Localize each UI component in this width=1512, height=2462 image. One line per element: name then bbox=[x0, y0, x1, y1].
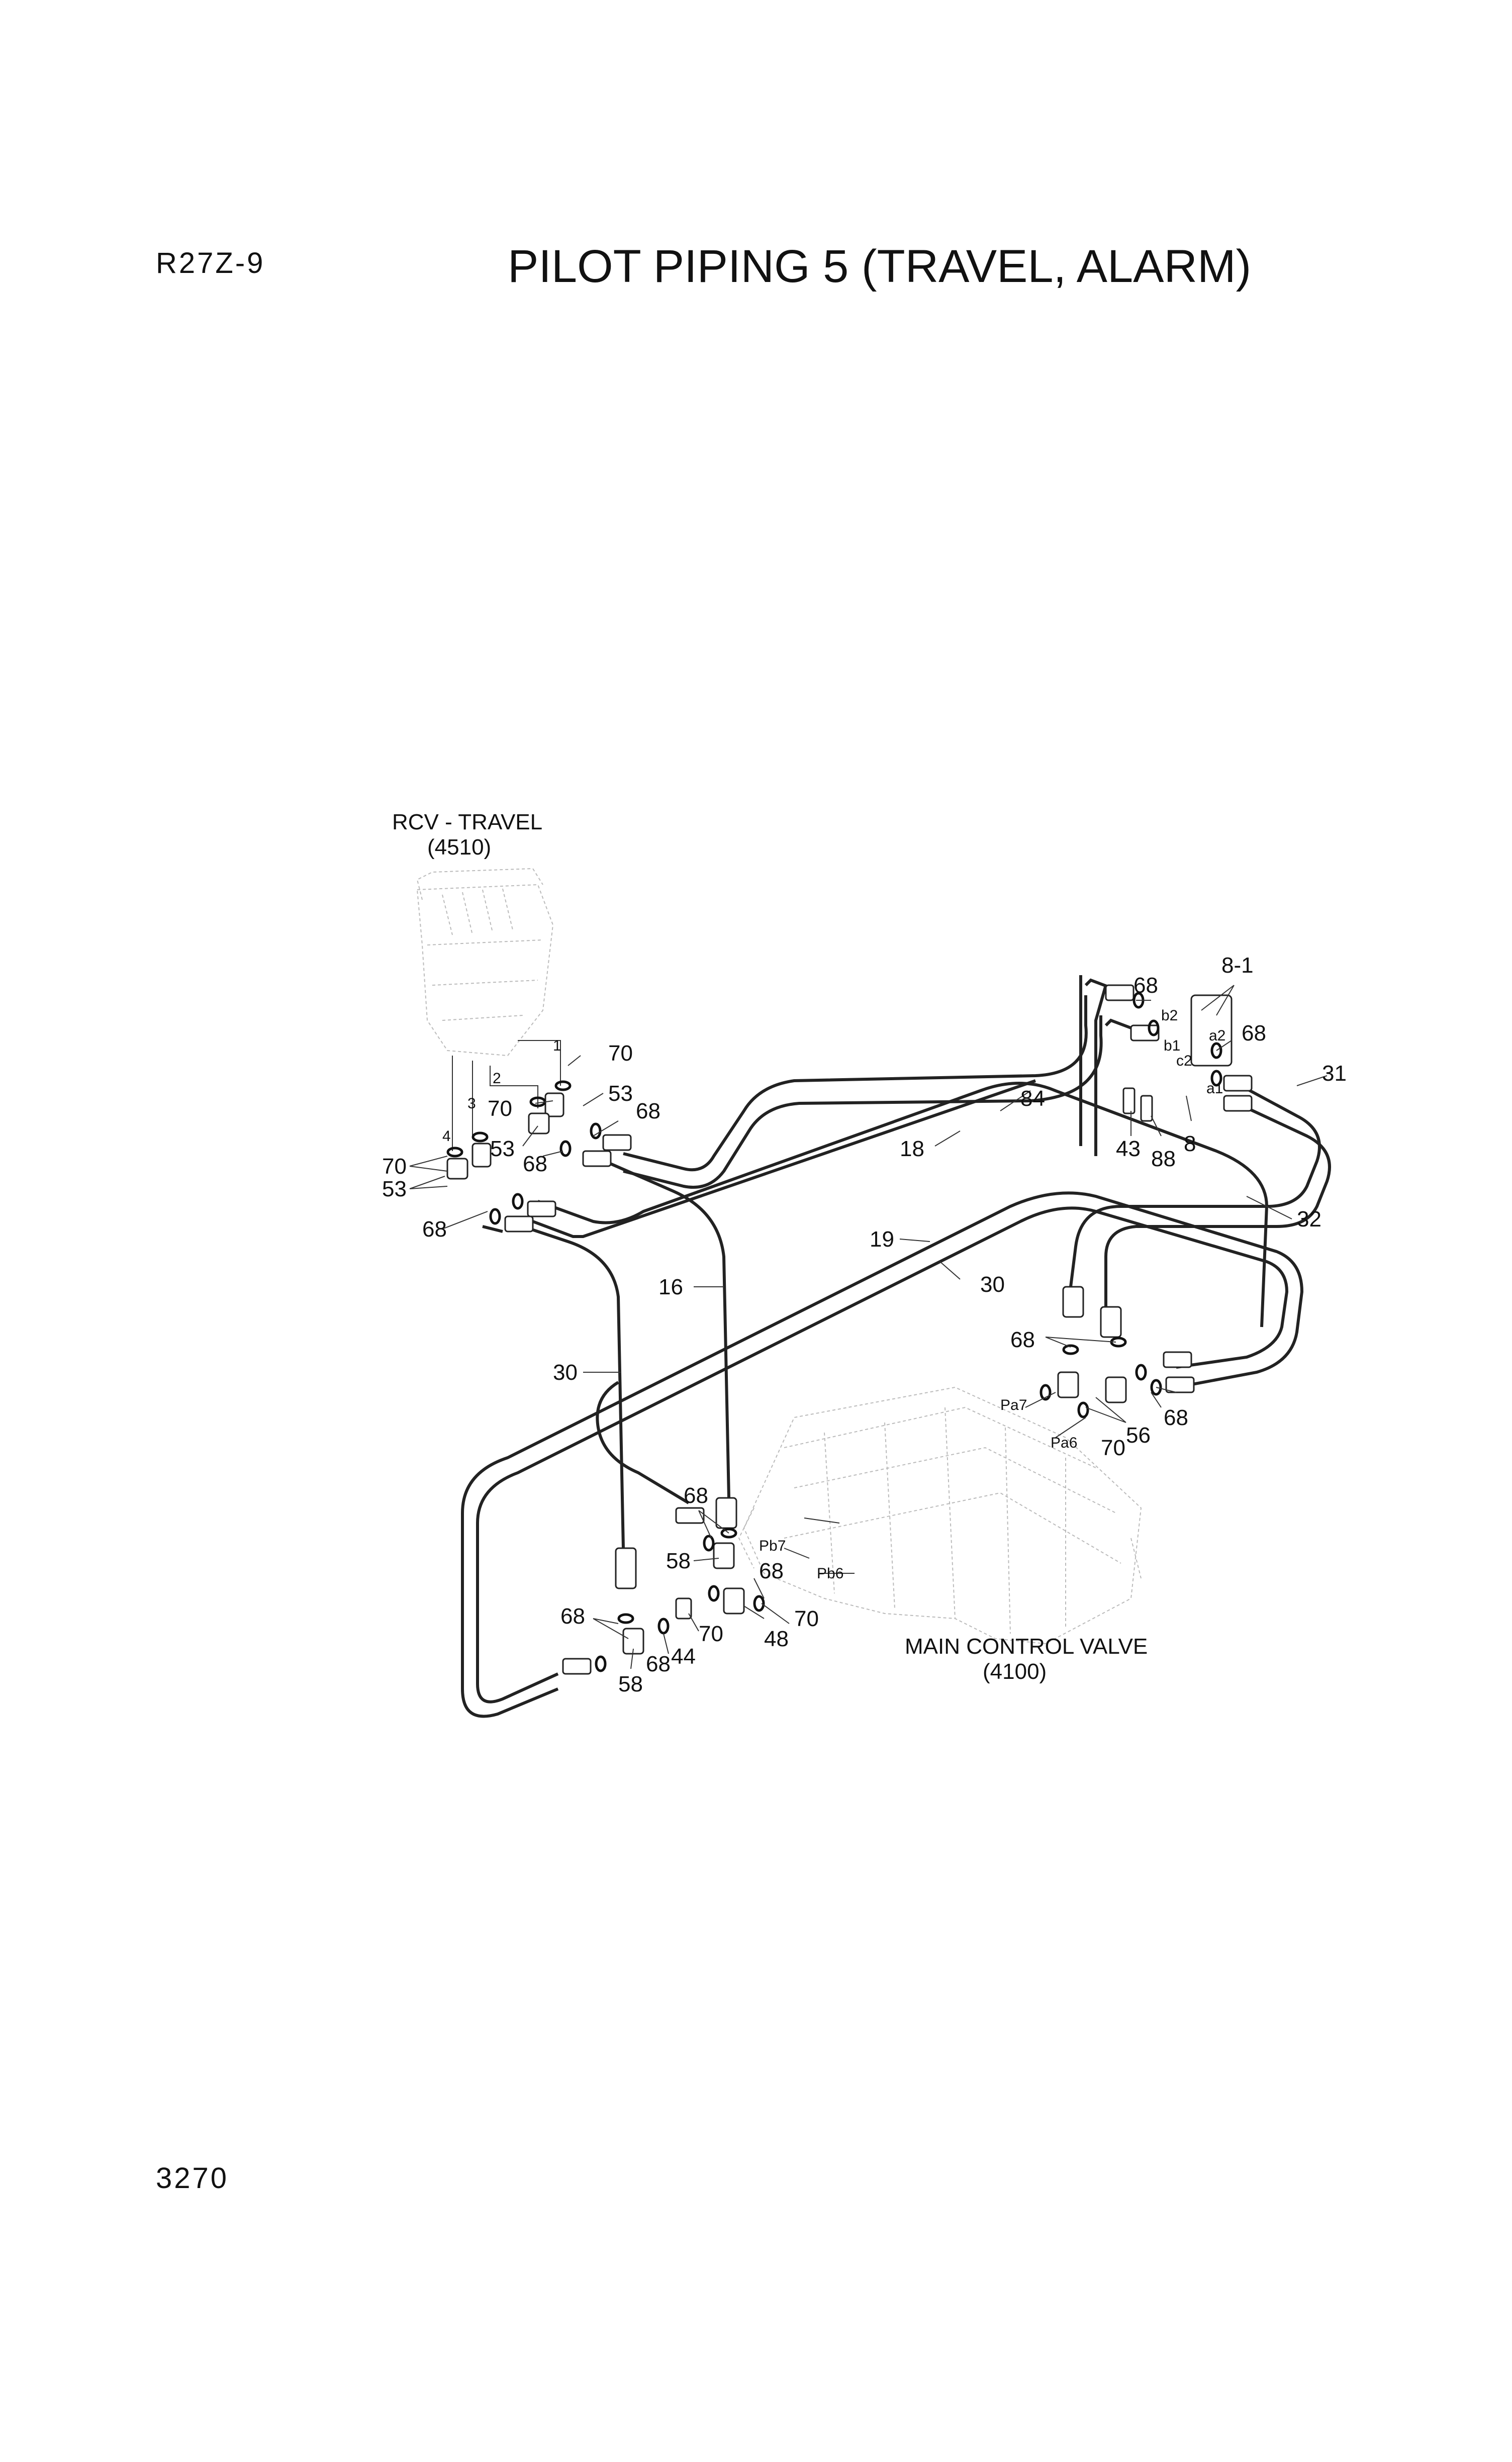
callout: 53 bbox=[490, 1137, 515, 1161]
main-control-valve bbox=[738, 1386, 1142, 1645]
callout: 44 bbox=[671, 1644, 696, 1669]
rcv-travel-valve bbox=[416, 868, 554, 1057]
port-label-b2: b2 bbox=[1161, 1007, 1178, 1024]
callout: 68 bbox=[759, 1559, 784, 1583]
callout: 70 bbox=[608, 1041, 633, 1066]
callout: 58 bbox=[666, 1549, 691, 1573]
callout: 16 bbox=[658, 1275, 683, 1299]
port-label-2: 2 bbox=[493, 1070, 501, 1087]
callout: 48 bbox=[764, 1627, 789, 1651]
model-number: R27Z-9 bbox=[156, 247, 265, 279]
callout: 68 bbox=[646, 1652, 671, 1676]
port-label-1: 1 bbox=[553, 1037, 561, 1054]
callout: 70 bbox=[488, 1096, 512, 1121]
callout: 84 bbox=[1020, 1086, 1045, 1111]
port-label-3: 3 bbox=[467, 1095, 476, 1112]
port-label-pb7: Pb7 bbox=[759, 1538, 786, 1554]
o-rings bbox=[446, 992, 1222, 1672]
rcv-name-label: RCV - TRAVEL bbox=[392, 810, 542, 834]
callout: 31 bbox=[1322, 1061, 1347, 1086]
callout: 18 bbox=[900, 1137, 924, 1161]
hoses bbox=[461, 975, 1331, 1718]
callout: 56 bbox=[1126, 1423, 1151, 1448]
rcv-code-label: (4510) bbox=[427, 835, 491, 860]
callout: 68 bbox=[422, 1217, 447, 1242]
page-number: 3270 bbox=[156, 2162, 229, 2195]
callout: 43 bbox=[1116, 1137, 1141, 1161]
port-label-c2: c2 bbox=[1176, 1053, 1192, 1069]
callout: 8 bbox=[1184, 1131, 1196, 1156]
callout: 68 bbox=[1133, 973, 1158, 998]
callout: 68 bbox=[1010, 1328, 1035, 1352]
port-label-a1: a1 bbox=[1206, 1080, 1223, 1097]
callout: 68 bbox=[636, 1099, 660, 1123]
callout: 53 bbox=[608, 1081, 633, 1106]
page-title: PILOT PIPING 5 (TRAVEL, ALARM) bbox=[508, 241, 1252, 292]
callout: 70 bbox=[699, 1622, 723, 1646]
callout: 58 bbox=[618, 1672, 643, 1696]
callout: 19 bbox=[870, 1227, 894, 1252]
port-label-pa7: Pa7 bbox=[1000, 1397, 1027, 1413]
mcv-code-label: (4100) bbox=[983, 1659, 1047, 1684]
callout: 8-1 bbox=[1221, 953, 1254, 978]
callout: 68 bbox=[1164, 1405, 1188, 1430]
port-label-pb6: Pb6 bbox=[817, 1565, 843, 1582]
callout: 30 bbox=[553, 1360, 578, 1385]
callout: 30 bbox=[980, 1272, 1005, 1297]
callout: 68 bbox=[523, 1152, 547, 1176]
port-label-b1: b1 bbox=[1164, 1037, 1180, 1054]
callout: 70 bbox=[1101, 1436, 1125, 1460]
callout-leaders bbox=[409, 985, 1328, 1669]
callout: 70 bbox=[382, 1154, 407, 1179]
callout: 32 bbox=[1297, 1207, 1321, 1232]
callout: 68 bbox=[684, 1483, 708, 1508]
port-label-4: 4 bbox=[442, 1128, 451, 1145]
callout: 68 bbox=[560, 1604, 585, 1629]
callout: 88 bbox=[1151, 1147, 1176, 1171]
mcv-name-label: MAIN CONTROL VALVE bbox=[905, 1634, 1148, 1659]
port-labels: 1 2 3 4 b2 b1 a2 a1 c2 Pa7 Pa6 Pb7 Pb6 bbox=[442, 1007, 1225, 1582]
callout: 53 bbox=[382, 1177, 407, 1201]
port-label-a2: a2 bbox=[1209, 1027, 1225, 1044]
component-labels: RCV - TRAVEL (4510) MAIN CONTROL VALVE (… bbox=[392, 810, 1148, 1684]
callout: 70 bbox=[794, 1606, 819, 1631]
part-callouts: 70 53 68 70 53 68 70 53 68 84 18 19 30 1… bbox=[382, 953, 1347, 1696]
fittings bbox=[446, 984, 1253, 1675]
callout: 68 bbox=[1242, 1021, 1266, 1046]
port-label-pa6: Pa6 bbox=[1051, 1435, 1077, 1451]
